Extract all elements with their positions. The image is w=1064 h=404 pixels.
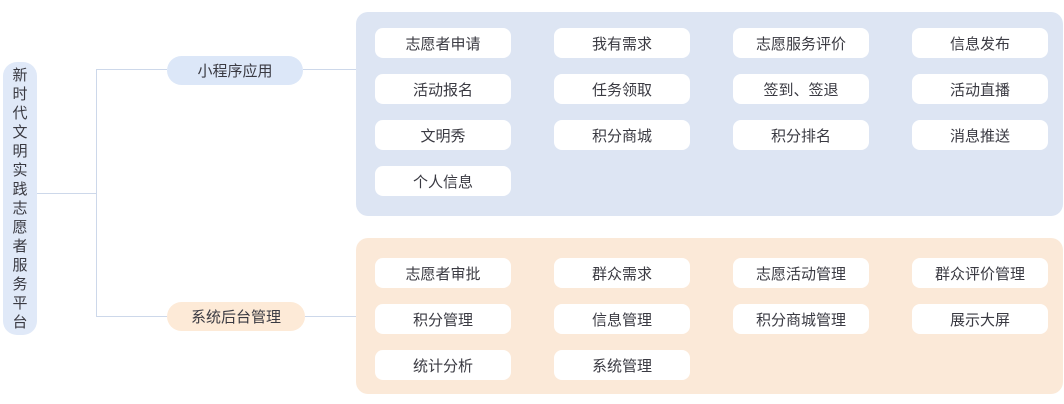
branch-node-miniapp: 小程序应用 xyxy=(167,56,303,85)
admin-feature-panel: 志愿者审批 群众需求 志愿活动管理 群众评价管理积分管理 信息管理 积分商城管理 展示大屏统… xyxy=(356,238,1063,394)
feature-pill: 签到、签退 xyxy=(733,74,869,104)
feature-pill: 文明秀 xyxy=(375,120,511,150)
root-platform-box: 新 时 代 文 明 实 践 志 愿 者 服 务 平 台 xyxy=(3,62,37,335)
root-platform-label: 新 时 代 文 明 实 践 志 愿 者 服 务 平 台 xyxy=(12,66,28,331)
feature-pill: 志愿活动管理 xyxy=(733,258,869,288)
feature-pill: 我有需求 xyxy=(554,28,690,58)
feature-pill: 系统管理 xyxy=(554,350,690,380)
feature-pill: 群众评价管理 xyxy=(912,258,1048,288)
feature-pill: 积分管理 xyxy=(375,304,511,334)
connector-admin-panel-line xyxy=(305,316,356,317)
feature-pill: 信息发布 xyxy=(912,28,1048,58)
connector-admin-line xyxy=(96,316,167,317)
connector-trunk-line xyxy=(96,69,97,317)
connector-miniapp-line xyxy=(96,69,167,70)
connector-root-line xyxy=(37,193,96,194)
branch-node-admin-label: 系统后台管理 xyxy=(190,309,281,326)
feature-pill: 任务领取 xyxy=(554,74,690,104)
feature-pill: 积分商城 xyxy=(554,120,690,150)
feature-pill: 消息推送 xyxy=(912,120,1048,150)
feature-pill: 志愿者申请 xyxy=(375,28,511,58)
feature-pill: 群众需求 xyxy=(554,258,690,288)
connector-miniapp-panel-line xyxy=(303,69,356,70)
feature-pill: 志愿服务评价 xyxy=(733,28,869,58)
feature-pill: 展示大屏 xyxy=(912,304,1048,334)
feature-pill: 信息管理 xyxy=(554,304,690,334)
feature-pill: 积分排名 xyxy=(733,120,869,150)
feature-pill: 积分商城管理 xyxy=(733,304,869,334)
branch-node-admin: 系统后台管理 xyxy=(167,302,305,331)
feature-pill: 活动报名 xyxy=(375,74,511,104)
miniapp-feature-panel: 志愿者申请 我有需求 志愿服务评价 信息发布活动报名 任务领取 签到、签退 活动直播文明秀 积… xyxy=(356,12,1063,216)
feature-pill: 统计分析 xyxy=(375,350,511,380)
branch-node-miniapp-label: 小程序应用 xyxy=(197,63,273,80)
feature-pill: 活动直播 xyxy=(912,74,1048,104)
feature-pill: 个人信息 xyxy=(375,166,511,196)
feature-pill: 志愿者审批 xyxy=(375,258,511,288)
